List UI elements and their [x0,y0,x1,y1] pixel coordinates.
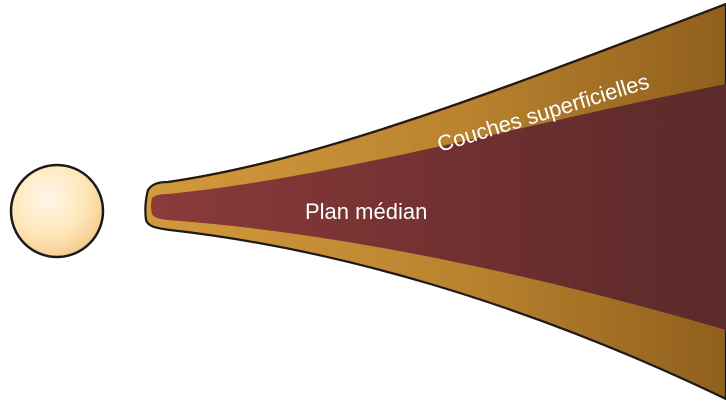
median-plane-label: Plan médian [305,199,427,224]
sphere [11,165,103,257]
